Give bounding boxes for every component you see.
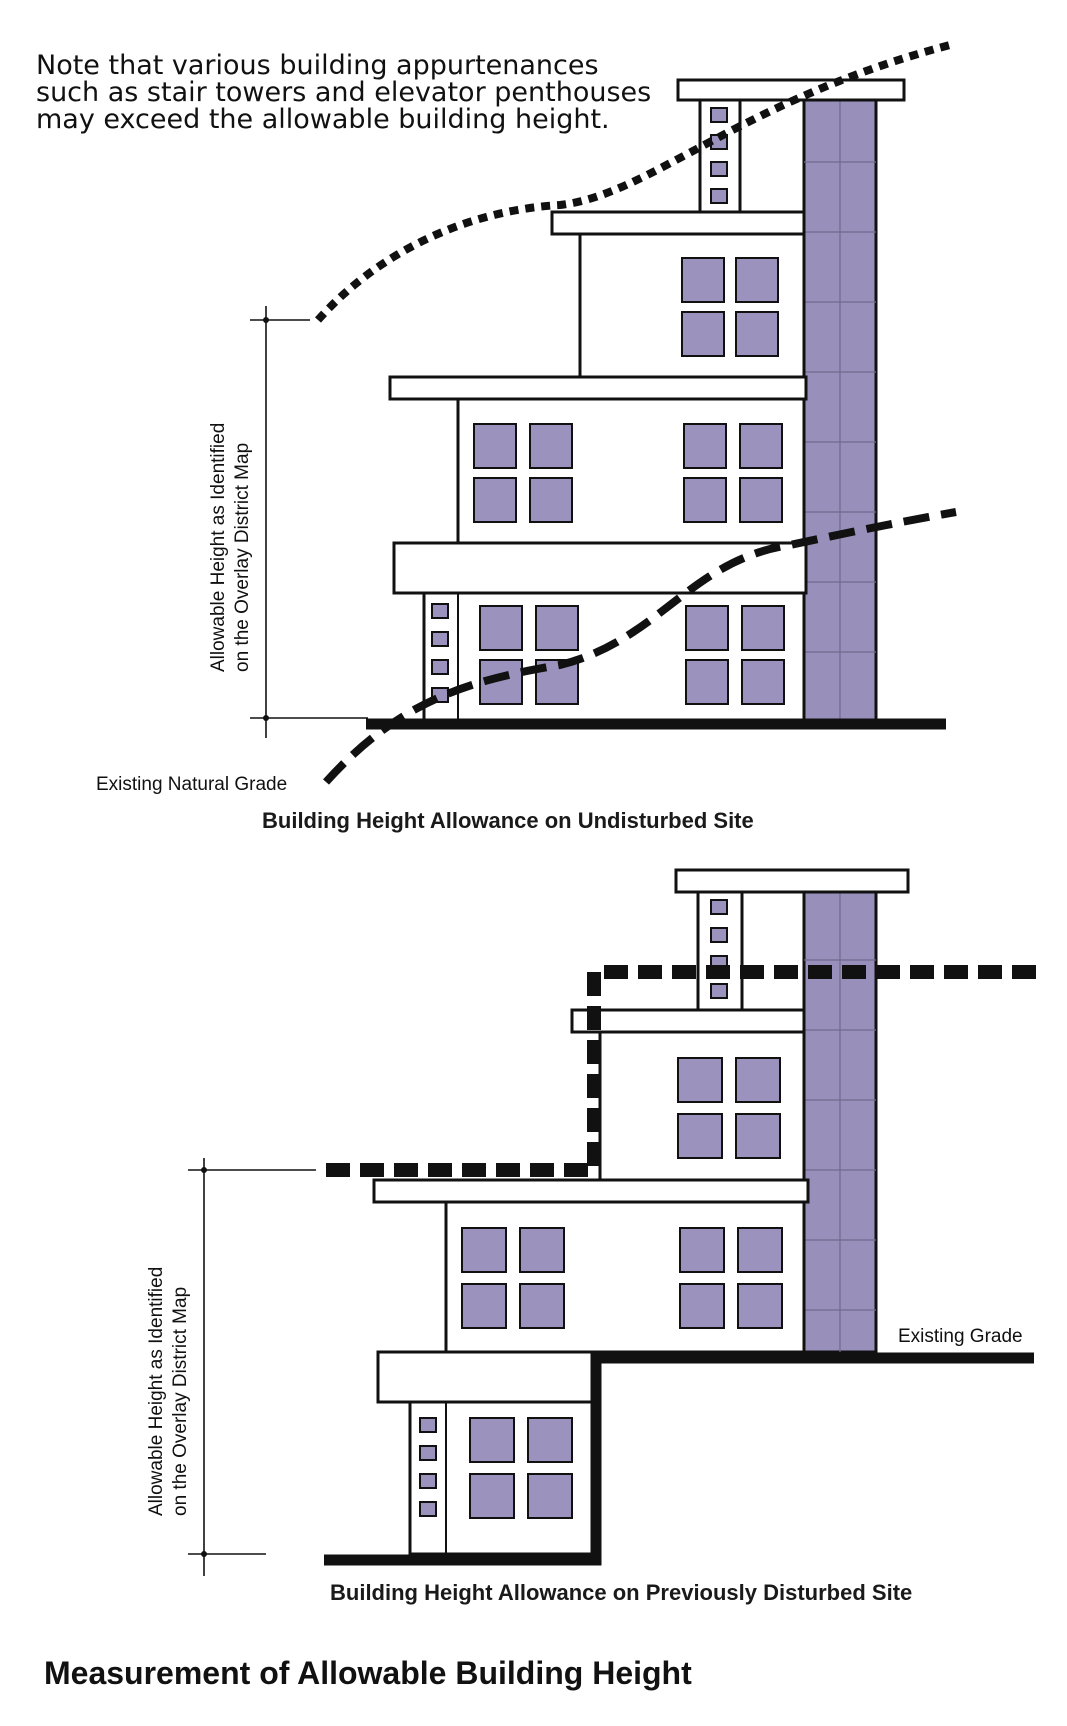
bottom-dimension-label-line-2: on the Overlay District Map <box>170 1287 191 1516</box>
bottom-caption: Building Height Allowance on Previously … <box>330 1580 912 1605</box>
top-natural-grade-line <box>323 508 957 785</box>
bottom-existing-grade-line <box>324 1352 1034 1566</box>
bottom-penthouse-roof <box>674 868 910 894</box>
top-grade-label: Existing Natural Grade <box>96 774 287 795</box>
bottom-allowable-height-line <box>326 965 1036 1177</box>
top-caption: Building Height Allowance on Undisturbed… <box>262 808 754 833</box>
top-building <box>388 78 906 726</box>
page-title: Measurement of Allowable Building Height <box>44 1655 692 1691</box>
bottom-dimension-label-line-1: Allowable Height as Identified <box>146 1267 167 1516</box>
note-line-1: Note that various building appurtenances <box>36 50 599 81</box>
top-penthouse-roof <box>676 78 906 102</box>
bottom-grade-label: Existing Grade <box>898 1326 1023 1347</box>
note-line-2: such as stair towers and elevator pentho… <box>36 77 651 108</box>
top-dimension-label-line-2: on the Overlay District Map <box>232 443 253 672</box>
top-allowable-height-line <box>315 41 952 323</box>
bottom-building <box>372 868 910 1556</box>
top-dimension-label-line-1: Allowable Height as Identified <box>208 423 229 672</box>
note-line-3: may exceed the allowable building height… <box>36 104 610 135</box>
